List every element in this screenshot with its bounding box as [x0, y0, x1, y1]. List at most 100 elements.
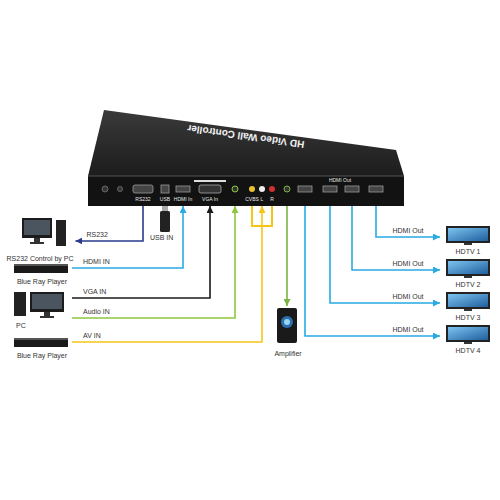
cable-label: HDMI Out	[391, 227, 424, 235]
controller-top	[88, 110, 404, 176]
cable-label: HDMI Out	[391, 293, 424, 301]
player-body	[14, 338, 68, 347]
player-top	[14, 264, 68, 266]
signal-cable	[352, 206, 440, 270]
tv-screen	[448, 228, 488, 241]
pc-tower	[14, 292, 26, 316]
cable-label: HDMI Out	[391, 326, 424, 334]
vga-frame	[194, 180, 226, 182]
tv-stand	[464, 276, 472, 278]
tv-display: HDTV 2	[440, 258, 496, 290]
monitor-stand	[34, 238, 40, 242]
tv-frame	[446, 226, 490, 243]
port-name: RS232	[135, 196, 150, 202]
audio-out-jack	[284, 186, 290, 192]
amplifier-body	[277, 308, 297, 343]
tv-display: HDTV 4	[440, 324, 496, 356]
hdmi-out-port	[369, 186, 383, 192]
tv-frame	[446, 292, 490, 309]
monitor-screen	[32, 294, 62, 309]
audio-in-jack	[232, 186, 238, 192]
cable-label: Audio IN	[82, 308, 111, 316]
cvbs-jack	[249, 186, 255, 192]
pc-tower	[56, 220, 66, 246]
usb-port	[161, 185, 169, 193]
signal-cable	[75, 206, 143, 241]
cable-label: HDMI IN	[82, 258, 111, 266]
monitor	[30, 292, 64, 312]
tv-stand	[464, 243, 472, 245]
amplifier-device: Amplifier	[268, 306, 308, 358]
signal-cable	[305, 206, 440, 336]
signal-cable	[376, 206, 440, 237]
player-body	[14, 264, 68, 273]
signal-cable	[72, 206, 183, 268]
port-name: VGA In	[202, 196, 218, 202]
dc-jack	[102, 186, 108, 192]
tv-screen	[448, 327, 488, 340]
monitor-base	[40, 316, 54, 318]
device-name: HDTV 4	[456, 347, 481, 355]
amplifier-knob-center	[284, 319, 290, 325]
signal-cable	[72, 206, 262, 342]
tv-display: HDTV 3	[440, 291, 496, 323]
cable-label: RS232	[85, 231, 108, 239]
hdmi-out-port	[298, 186, 312, 192]
hdmi-out-port	[323, 186, 337, 192]
controller-edge	[88, 176, 404, 177]
device-name: Blue Ray Player	[17, 352, 67, 360]
port-name: R	[270, 196, 274, 202]
port-name: L	[261, 196, 264, 202]
tv-screen	[448, 294, 488, 307]
usb-stick	[160, 211, 170, 232]
port-caption: USB IN	[150, 234, 173, 242]
cable-label: AV IN	[82, 332, 102, 340]
tv-stand	[464, 342, 472, 344]
signal-cable	[286, 206, 288, 306]
monitor-stand	[44, 312, 50, 316]
monitor-screen	[24, 220, 50, 235]
signal-cable	[72, 206, 235, 318]
player-device: Blue Ray Player	[12, 262, 72, 286]
cable-label: HDMI Out	[391, 260, 424, 268]
computer-device: RS232 Control by PC	[5, 218, 76, 264]
tv-frame	[446, 259, 490, 276]
port-name: CVBS	[245, 196, 259, 202]
tv-screen	[448, 261, 488, 274]
amplifier-knob	[281, 316, 293, 328]
device-name: HDTV 2	[456, 281, 481, 289]
rs232-port	[133, 185, 153, 193]
device-title: HD Video Wall Controller	[187, 122, 305, 150]
signal-cable	[330, 206, 440, 303]
cable-label: VGA IN	[82, 288, 107, 296]
audio-l-jack	[259, 186, 265, 192]
device-name: HDTV 1	[456, 248, 481, 256]
monitor-base	[30, 242, 44, 244]
av-wire	[251, 206, 253, 226]
usb-plug	[162, 206, 168, 211]
device-name: Blue Ray Player	[17, 278, 67, 286]
monitor	[22, 218, 52, 238]
tv-display: HDTV 1	[440, 225, 496, 257]
device-name: HDTV 3	[456, 314, 481, 322]
controller-front	[88, 176, 404, 206]
computer-device: PC	[12, 288, 72, 332]
av-wire	[271, 206, 273, 226]
signal-cable	[72, 206, 210, 298]
controller-box: HD Video Wall Controller	[88, 108, 404, 206]
port-name: HDMI In	[174, 196, 192, 202]
port-name: USB	[160, 196, 170, 202]
player-top	[14, 338, 68, 340]
device-name: Amplifier	[274, 350, 301, 358]
hdmi-in-port	[176, 186, 190, 192]
tv-stand	[464, 309, 472, 311]
hdmi-out-port	[345, 186, 359, 192]
port-name: HDMI Out	[329, 177, 351, 183]
tv-frame	[446, 325, 490, 342]
device-name: RS232 Control by PC	[7, 255, 74, 263]
vga-port	[199, 185, 221, 193]
